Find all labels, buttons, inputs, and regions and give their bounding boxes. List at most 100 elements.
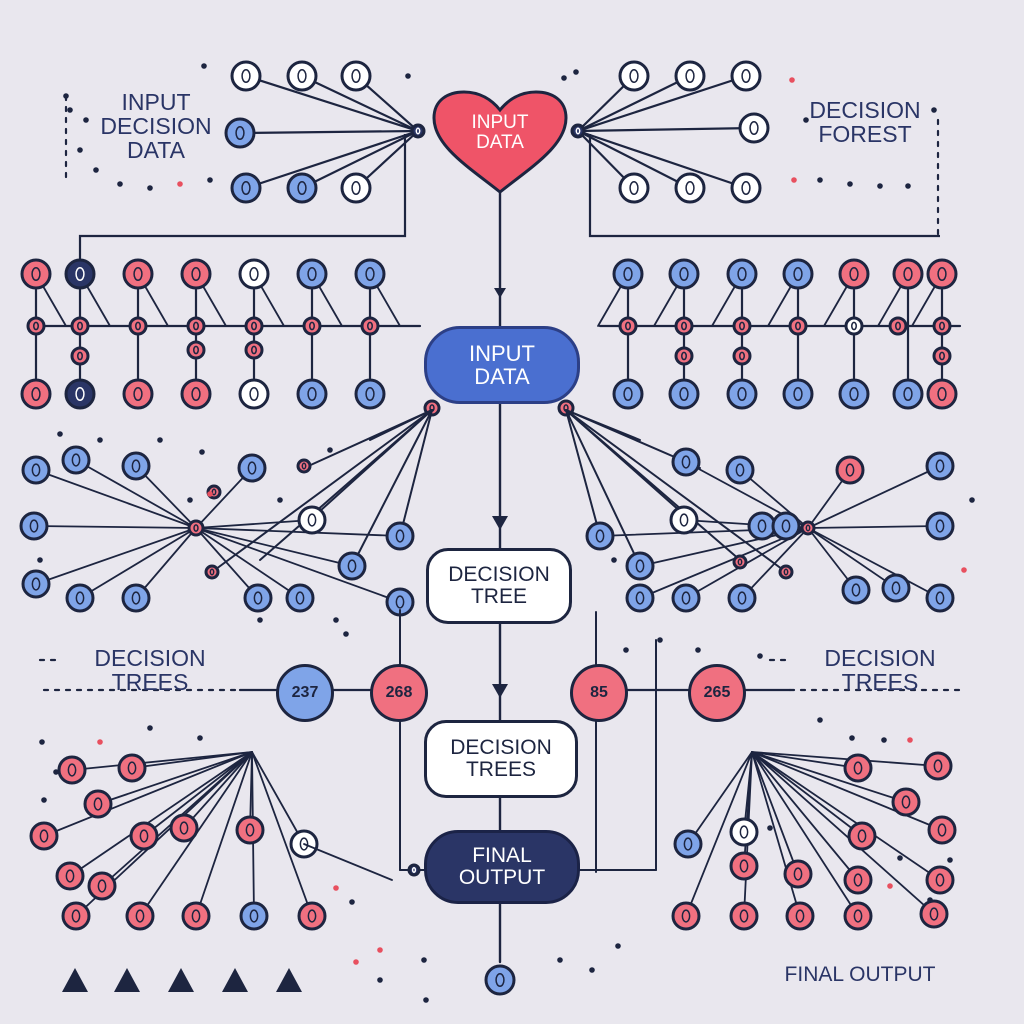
tree-node [783, 859, 813, 889]
tree-node-glyph [139, 829, 149, 843]
scatter-dot [931, 107, 937, 113]
tree-node [57, 755, 87, 785]
fan-line [565, 409, 641, 441]
tree-node [932, 346, 952, 366]
fan-line [565, 409, 641, 567]
tree-node [354, 258, 386, 290]
fan-line [565, 409, 601, 537]
tree-node-glyph [853, 761, 863, 775]
tree-node [21, 569, 51, 599]
tree-node-glyph [367, 321, 373, 331]
tree-node [224, 117, 256, 149]
tree-node-glyph [193, 524, 199, 532]
tree-node-glyph [351, 68, 361, 84]
scatter-dot [423, 997, 429, 1003]
tree-node-glyph [735, 463, 745, 477]
tree-node [238, 258, 270, 290]
tree-node [730, 60, 762, 92]
tree-node [738, 112, 770, 144]
tree-node [927, 815, 957, 845]
tree-node [625, 551, 655, 581]
numbered-node: 85 [570, 664, 628, 722]
fan-line [259, 409, 433, 561]
tree-node [726, 378, 758, 410]
fan-line [751, 751, 943, 831]
tree-node-glyph [629, 68, 639, 84]
tree-node-glyph [77, 321, 83, 331]
tree-node-glyph [681, 351, 687, 361]
tree-node-glyph [805, 524, 811, 532]
tree-node [674, 60, 706, 92]
scatter-dot [53, 769, 59, 775]
tree-node-glyph [757, 519, 767, 533]
tree-node-glyph [935, 591, 945, 605]
tree-node [296, 378, 328, 410]
tree-node-glyph [31, 386, 41, 402]
tree-node-glyph [625, 321, 631, 331]
tree-node-glyph [247, 461, 257, 475]
tree-node [55, 861, 85, 891]
scatter-dot [277, 497, 283, 503]
fan-line [351, 409, 433, 567]
tree-node-glyph [251, 345, 257, 355]
tree-node-glyph [929, 907, 939, 921]
scatter-dot [57, 431, 63, 437]
tree-node [65, 583, 95, 613]
tree-node [180, 378, 212, 410]
tree-node [186, 340, 206, 360]
tree-node [881, 573, 911, 603]
fan-line [741, 527, 809, 599]
tree-node-glyph [937, 266, 947, 282]
scatter-dot [803, 117, 809, 123]
tree-node [726, 258, 758, 290]
fan-line [639, 527, 809, 599]
scatter-dot [343, 631, 349, 637]
tree-node-glyph [31, 577, 41, 591]
tree-node-glyph [395, 529, 405, 543]
tree-node-glyph [133, 266, 143, 282]
fan-line [97, 751, 253, 805]
tree-node-glyph [347, 559, 357, 573]
scatter-dot [187, 497, 193, 503]
scatter-dot [97, 739, 103, 745]
tree-node-glyph [395, 595, 405, 609]
scatter-dot [377, 947, 383, 953]
scatter-dot [907, 737, 913, 743]
scatter-dot [327, 447, 333, 453]
tree-node [841, 575, 871, 605]
tree-node [83, 789, 113, 819]
tree-node [747, 511, 777, 541]
tree-node-glyph [739, 321, 745, 331]
tree-node-glyph [299, 837, 309, 851]
numbered-node: 268 [370, 664, 428, 722]
tree-node-glyph [741, 180, 751, 196]
scatter-dot [405, 73, 411, 79]
tree-node [340, 60, 372, 92]
scatter-dot [887, 883, 893, 889]
tree-node-glyph [309, 321, 315, 331]
tree-node [169, 813, 199, 843]
tree-node-glyph [307, 266, 317, 282]
scatter-dot [39, 739, 45, 745]
tree-node-glyph [495, 972, 505, 988]
fan-line [211, 409, 433, 573]
tree-node-glyph [131, 591, 141, 605]
scatter-dot [947, 857, 953, 863]
tree-node-glyph [891, 581, 901, 595]
tree-node [618, 316, 638, 336]
fan-line [807, 525, 941, 529]
scatter-dot [333, 885, 339, 891]
fan-line [565, 409, 787, 573]
scatter-dot [201, 63, 207, 69]
tree-node [843, 865, 873, 895]
tree-node-glyph [739, 909, 749, 923]
tree-node [843, 901, 873, 931]
scatter-dot [881, 737, 887, 743]
fan-line [576, 129, 748, 190]
tree-node-glyph [793, 867, 803, 881]
tree-node-glyph [853, 909, 863, 923]
tree-node-glyph [679, 513, 689, 527]
tree-node-glyph [135, 321, 141, 331]
tree-node [235, 815, 265, 845]
scatter-dot [83, 117, 89, 123]
